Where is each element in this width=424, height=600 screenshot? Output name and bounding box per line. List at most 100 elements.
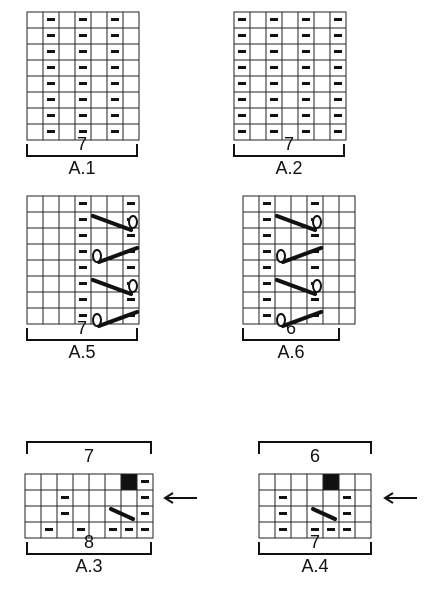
cable-stroke	[91, 214, 133, 232]
purl-symbol	[61, 496, 69, 499]
purl-symbol	[79, 114, 87, 117]
chart-cell	[290, 291, 308, 309]
purl-symbol	[270, 18, 278, 21]
chart-cell	[249, 107, 267, 125]
bottom-bracket	[26, 542, 152, 555]
chart-cell	[26, 11, 44, 29]
purl-symbol	[127, 298, 135, 301]
purl-symbol	[79, 218, 87, 221]
purl-symbol	[343, 512, 351, 515]
chart-cell	[242, 195, 260, 213]
purl-symbol	[79, 266, 87, 269]
chart-cell	[24, 505, 42, 523]
chart-cell	[338, 275, 356, 293]
chart-cell	[90, 43, 108, 61]
yarn-over-loop	[312, 215, 322, 229]
chart-cell	[338, 195, 356, 213]
chart-cell	[338, 291, 356, 309]
chart-cell	[42, 259, 60, 277]
chart-cell	[281, 75, 299, 93]
chart-cell	[322, 307, 340, 325]
chart-cell	[322, 243, 340, 261]
purl-symbol	[279, 496, 287, 499]
chart-cell	[322, 275, 340, 293]
purl-symbol	[263, 234, 271, 237]
purl-symbol	[302, 98, 310, 101]
chart-cell	[58, 123, 76, 141]
cable-stroke	[275, 278, 317, 296]
no-stitch-cell	[120, 473, 138, 491]
stitch-count-bottom: 7	[77, 134, 87, 154]
chart-a-3: 8A.37	[24, 441, 197, 576]
yarn-over-loop	[128, 215, 138, 229]
chart-cell	[249, 11, 267, 29]
chart-cell	[90, 27, 108, 45]
chart-cell	[26, 275, 44, 293]
chart-cell	[58, 195, 76, 213]
purl-symbol	[279, 512, 287, 515]
chart-cell	[313, 27, 331, 45]
purl-symbol	[79, 202, 87, 205]
chart-cell	[290, 489, 308, 507]
purl-symbol	[47, 18, 55, 21]
yarn-over-loop	[92, 313, 102, 327]
chart-cell	[56, 521, 74, 539]
purl-symbol	[343, 528, 351, 531]
chart-cell	[90, 59, 108, 77]
chart-cell	[313, 59, 331, 77]
purl-symbol	[334, 66, 342, 69]
purl-symbol	[263, 282, 271, 285]
chart-cell	[40, 473, 58, 491]
cable-symbol	[311, 507, 337, 521]
chart-cell	[249, 91, 267, 109]
chart-cell	[58, 43, 76, 61]
chart-cell	[42, 291, 60, 309]
chart-cell	[26, 243, 44, 261]
chart-cell	[26, 291, 44, 309]
chart-cell	[354, 473, 372, 491]
purl-symbol	[311, 298, 319, 301]
chart-cell	[106, 195, 124, 213]
purl-symbol	[45, 528, 53, 531]
purl-symbol	[47, 98, 55, 101]
chart-cell	[313, 75, 331, 93]
purl-symbol	[302, 34, 310, 37]
cable-symbol	[276, 246, 323, 264]
purl-symbol	[79, 298, 87, 301]
yarn-over-loop	[92, 249, 102, 263]
chart-cell	[338, 307, 356, 325]
chart-cell	[90, 227, 108, 245]
chart-cell	[322, 211, 340, 229]
purl-symbol	[111, 66, 119, 69]
top-bracket	[26, 441, 152, 454]
chart-cell	[313, 123, 331, 141]
purl-symbol	[327, 528, 335, 531]
purl-symbol	[263, 298, 271, 301]
chart-cell	[72, 489, 90, 507]
purl-symbol	[334, 50, 342, 53]
purl-symbol	[238, 130, 246, 133]
bottom-bracket	[242, 328, 340, 341]
purl-symbol	[47, 66, 55, 69]
purl-symbol	[77, 528, 85, 531]
chart-cell	[274, 473, 292, 491]
purl-symbol	[334, 18, 342, 21]
cable-symbol	[92, 246, 139, 264]
purl-symbol	[47, 34, 55, 37]
chart-cell	[290, 521, 308, 539]
purl-symbol	[47, 130, 55, 133]
cable-symbol	[276, 310, 323, 328]
chart-cell	[242, 259, 260, 277]
chart-cell	[26, 107, 44, 125]
left-arrow-icon	[163, 492, 197, 504]
chart-cell	[306, 473, 324, 491]
chart-cell	[306, 489, 324, 507]
chart-cell	[290, 227, 308, 245]
chart-cell	[338, 259, 356, 277]
stitch-count-bottom: 7	[284, 134, 294, 154]
cable-stroke	[275, 214, 317, 232]
chart-cell	[58, 243, 76, 261]
chart-cell	[58, 259, 76, 277]
chart-cell	[26, 195, 44, 213]
chart-cell	[88, 473, 106, 491]
